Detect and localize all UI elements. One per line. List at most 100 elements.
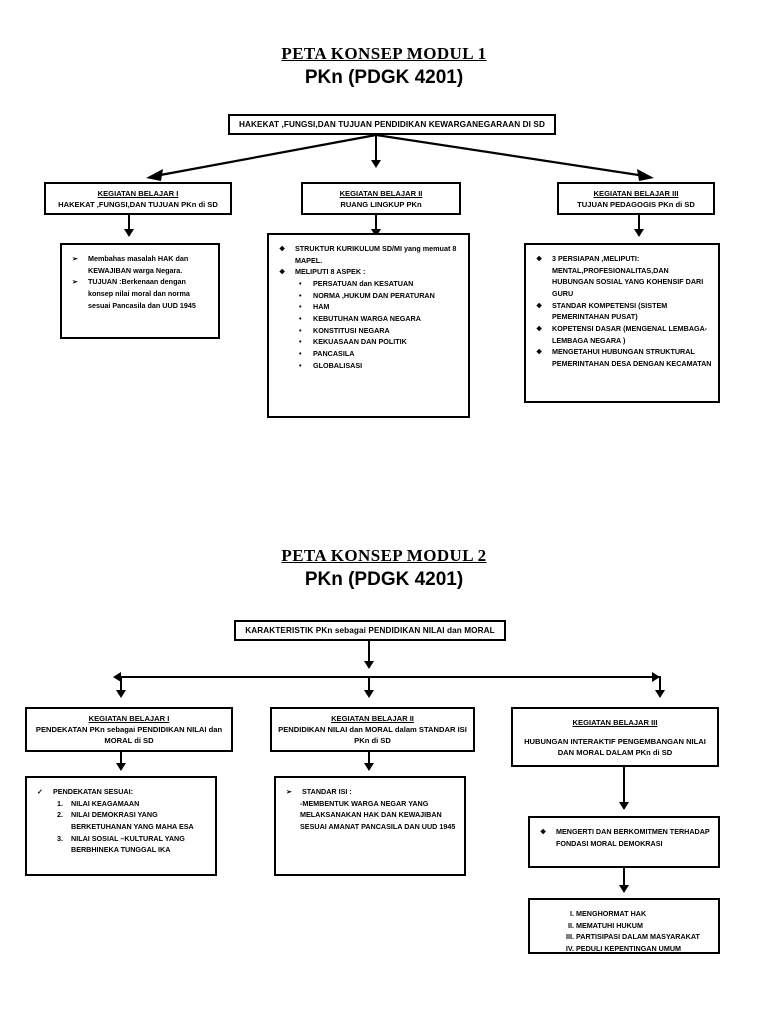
list-item-text: PARTISIPASI DALAM MASYARAKAT (576, 932, 700, 942)
m2-content4-stem (623, 868, 625, 888)
m2-content3-list: ❖ MENGERTI DAN BERKOMITMEN TERHADAP FOND… (540, 826, 712, 849)
m1-kb3-stem (638, 215, 640, 232)
m2-content4-arrow (619, 885, 629, 893)
list-item: • PANCASILA (279, 348, 462, 360)
m1-kb3-title: KEGIATAN BELAJAR III (593, 188, 679, 198)
list-item: IV. PEDULI KEPENTINGAN UMUM (536, 943, 712, 955)
m1-content1-list: ➢ Membahas masalah HAK dan KEWAJIBAN war… (72, 253, 212, 311)
list-item-text: NORMA ,HUKUM DAN PERATURAN (313, 290, 435, 300)
m2-content3-box: ❖ MENGERTI DAN BERKOMITMEN TERHADAP FOND… (528, 816, 720, 868)
diamond-bullet-icon: ❖ (536, 254, 543, 263)
m1-content2-box: ❖ STRUKTUR KURIKULUM SD/MI yang memuat 8… (267, 233, 470, 418)
m1-content2-list: ❖ STRUKTUR KURIKULUM SD/MI yang memuat 8… (279, 243, 462, 371)
list-item: -MEMBENTUK WARGA NEGAR YANG MELAKSANAKAN… (286, 798, 458, 833)
list-item: ➢ Membahas masalah HAK dan KEWAJIBAN war… (72, 253, 212, 276)
list-item-text: KONSTITUSI NEGARA (313, 325, 390, 335)
m1-kb3-subtitle: TUJUAN PEDAGOGIS PKn di SD (577, 199, 695, 209)
list-item: ❖ KOPETENSI DASAR (MENGENAL LEMBAGA-LEMB… (536, 323, 712, 346)
module1-title-line1: PETA KONSEP MODUL 1 (281, 44, 487, 63)
m2-kb1-subtitle: PENDEKATAN PKn sebagai PENDIDIKAN NILAI … (35, 725, 223, 745)
m1-kb1-arrow (124, 229, 134, 237)
list-item-text: PEDULI KEPENTINGAN UMUM (576, 943, 682, 953)
list-item: ❖ 3 PERSIAPAN ,MELIPUTI: MENTAL,PROFESIO… (536, 253, 712, 300)
module1-title: PETA KONSEP MODUL 1 PKn (PDGK 4201) (0, 44, 768, 89)
diamond-bullet-icon: ❖ (536, 347, 543, 357)
m2-kb2-title: KEGIATAN BELAJAR II (331, 714, 414, 723)
dot-bullet-icon: • (299, 290, 302, 300)
dot-bullet-icon: • (299, 302, 302, 312)
m1-root-label: HAKEKAT ,FUNGSI,DAN TUJUAN PENDIDIKAN KE… (239, 120, 545, 129)
list-item: I. MENGHORMAT HAK (536, 908, 712, 920)
list-item-text: STANDAR KOMPETENSI (SISTEM PEMERINTAHAN … (552, 300, 668, 322)
list-item: ❖ STANDAR KOMPETENSI (SISTEM PEMERINTAHA… (536, 300, 712, 323)
m1-kb2-title: KEGIATAN BELAJAR II (339, 188, 423, 198)
dot-bullet-icon: • (299, 348, 302, 358)
m2-content2-box: ➢ STANDAR ISI : -MEMBENTUK WARGA NEGAR Y… (274, 776, 466, 876)
m1-content3-box: ❖ 3 PERSIAPAN ,MELIPUTI: MENTAL,PROFESIO… (524, 243, 720, 403)
list-item-text: NILAI DEMOKRASI YANG BERKETUHANAN YANG M… (71, 810, 194, 831)
m2-content3-stem (623, 767, 625, 805)
m1-content1-box: ➢ Membahas masalah HAK dan KEWAJIBAN war… (60, 243, 220, 339)
list-item-text: PANCASILA (313, 348, 355, 358)
m2-kb2-arrow (364, 690, 374, 698)
m1-root-stem (375, 135, 377, 163)
list-item: • PERSATUAN dan KESATUAN (279, 278, 462, 290)
module2-title-line1: PETA KONSEP MODUL 2 (281, 546, 487, 565)
m2-bus-bar (120, 676, 660, 678)
m2-kb3-box: KEGIATAN BELAJAR III HUBUNGAN INTERAKTIF… (511, 707, 719, 767)
m2-root-arrow (364, 661, 374, 669)
list-item-text: HAM (313, 302, 330, 312)
m2-kb2-drop (368, 676, 370, 694)
list-number: III. (566, 932, 574, 942)
dot-bullet-icon: • (299, 360, 302, 370)
diamond-bullet-icon: ❖ (540, 827, 547, 836)
m2-bus-arrow-right (652, 672, 660, 682)
list-item-text: 3 PERSIAPAN ,MELIPUTI: MENTAL,PROFESIONA… (552, 254, 704, 298)
diamond-bullet-icon: ❖ (279, 244, 286, 253)
diamond-bullet-icon: ❖ (279, 267, 286, 277)
m2-bus-arrow-left (113, 672, 121, 682)
list-item: • KONSTITUSI NEGARA (279, 325, 462, 337)
diamond-bullet-icon: ❖ (536, 300, 543, 310)
m2-kb2-subtitle: PENDIDIKAN NILAI dan MORAL dalam STANDAR… (278, 725, 467, 745)
list-item: III. PARTISIPASI DALAM MASYARAKAT (536, 931, 712, 943)
m2-content3-arrow (619, 802, 629, 810)
list-item-text: NILAI SOSIAL –KULTURAL YANG BERBHINEKA T… (71, 833, 185, 855)
m2-kb1-box: KEGIATAN BELAJAR I PENDEKATAN PKn sebaga… (25, 707, 233, 752)
m2-content1-arrow (116, 763, 126, 771)
list-number: I. (570, 909, 574, 918)
m1-content3-list: ❖ 3 PERSIAPAN ,MELIPUTI: MENTAL,PROFESIO… (536, 253, 712, 370)
list-item: ❖ MENGERTI DAN BERKOMITMEN TERHADAP FOND… (540, 826, 712, 849)
list-item-text: PERSATUAN dan KESATUAN (313, 278, 414, 288)
m2-root-box: KARAKTERISTIK PKn sebagai PENDIDIKAN NIL… (234, 620, 506, 641)
m1-arrow-center (371, 160, 381, 168)
list-item-text: -MEMBENTUK WARGA NEGAR YANG MELAKSANAKAN… (300, 798, 456, 831)
m2-kb3-drop (659, 676, 661, 694)
list-item: II. MEMATUHI HUKUM (536, 920, 712, 932)
m2-content1-list: ✓ PENDEKATAN SESUAI: 1. NILAI KEAGAMAAN … (37, 786, 209, 856)
list-item-text: KOPETENSI DASAR (MENGENAL LEMBAGA-LEMBAG… (552, 323, 708, 345)
m2-kb3-title: KEGIATAN BELAJAR III (572, 717, 658, 727)
m1-kb1-subtitle: HAKEKAT ,FUNGSI,DAN TUJUAN PKn di SD (58, 199, 218, 209)
list-item: ✓ PENDEKATAN SESUAI: (37, 786, 209, 798)
list-item-text: MENGETAHUI HUBUNGAN STRUKTURAL PEMERINTA… (552, 347, 712, 368)
m2-content4-box: I. MENGHORMAT HAK II. MEMATUHI HUKUM III… (528, 898, 720, 954)
list-number: 1. (57, 798, 63, 808)
list-item-text: KEKUASAAN DAN POLITIK (313, 337, 407, 347)
m2-content2-list: ➢ STANDAR ISI : -MEMBENTUK WARGA NEGAR Y… (286, 786, 458, 833)
list-item-text: GLOBALISASI (313, 360, 363, 370)
dot-bullet-icon: • (299, 313, 302, 323)
list-item-text: MENGERTI DAN BERKOMITMEN TERHADAP FONDAS… (556, 827, 710, 848)
list-item: • NORMA ,HUKUM DAN PERATURAN (279, 290, 462, 302)
m2-content2-stem (368, 752, 370, 766)
m2-content1-box: ✓ PENDEKATAN SESUAI: 1. NILAI KEAGAMAAN … (25, 776, 217, 876)
list-item-text: STANDAR ISI : (302, 787, 352, 796)
module2-title: PETA KONSEP MODUL 2 PKn (PDGK 4201) (0, 546, 768, 591)
m2-kb1-arrow (116, 690, 126, 698)
m2-kb1-title: KEGIATAN BELAJAR I (88, 714, 170, 723)
m1-kb2-stem (375, 215, 377, 232)
arrow-bullet-icon: ➢ (286, 787, 293, 796)
m1-kb1-title: KEGIATAN BELAJAR I (97, 188, 179, 198)
list-item: ❖ MELIPUTI 8 ASPEK : (279, 266, 462, 278)
list-item: • KEBUTUHAN WARGA NEGARA (279, 313, 462, 325)
